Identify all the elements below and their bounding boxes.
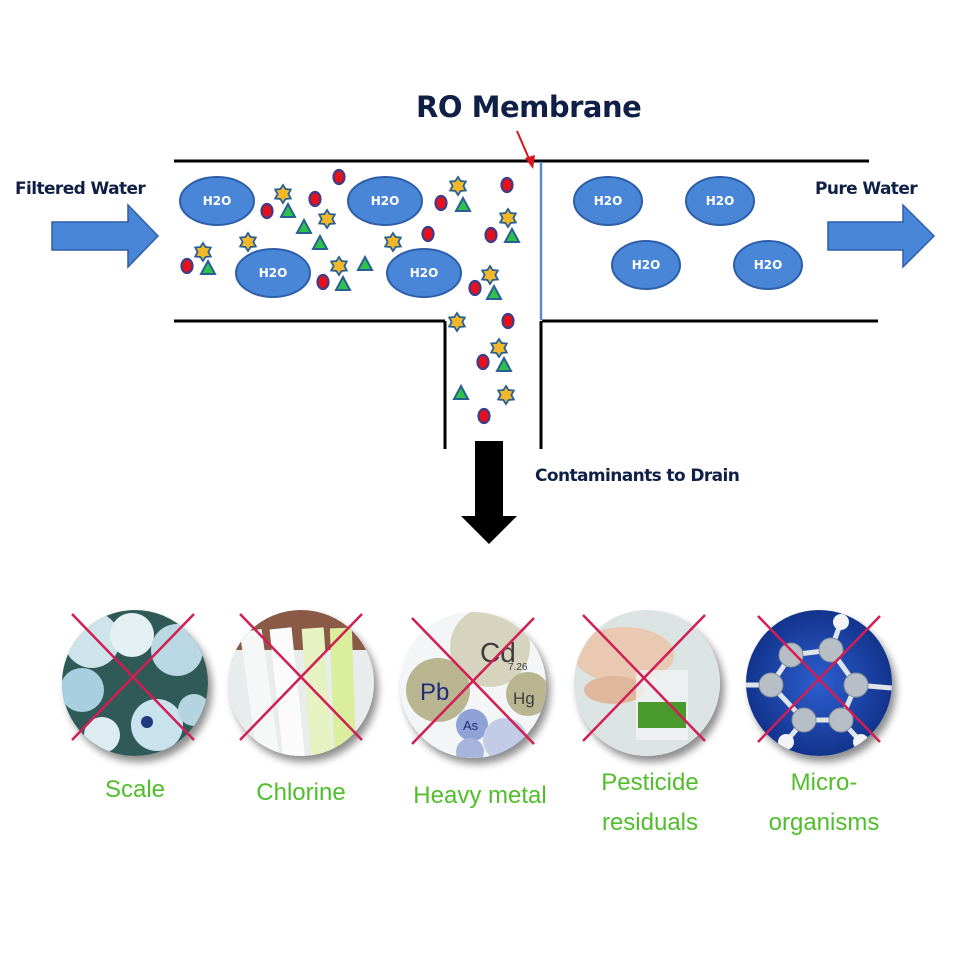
water-molecule: H2O <box>685 176 755 226</box>
inlet-arrow-icon <box>51 203 160 269</box>
outlet-arrow-icon <box>827 203 936 269</box>
pesticide-label-line2: residuals <box>601 809 699 836</box>
membrane-title: RO Membrane <box>416 90 642 124</box>
pesticide-label-line1: Pesticide <box>601 769 699 796</box>
drain-label: Contaminants to Drain <box>535 466 740 486</box>
svg-text:H2O: H2O <box>371 194 400 208</box>
svg-text:H2O: H2O <box>754 258 783 272</box>
pipe-walls <box>174 159 878 449</box>
svg-text:H2O: H2O <box>410 266 439 280</box>
svg-text:7.26: 7.26 <box>508 662 528 673</box>
svg-text:H2O: H2O <box>203 194 232 208</box>
micro-organisms-label-line1: Micro- <box>790 769 858 796</box>
water-molecule: H2O <box>235 248 311 298</box>
pesticide-label: Pesticide residuals <box>560 763 740 843</box>
svg-text:As: As <box>463 718 479 733</box>
svg-text:Pb: Pb <box>420 679 449 706</box>
heavy-metal-cross-icon <box>411 617 535 745</box>
micro-organisms-cross-icon <box>757 615 881 743</box>
pesticide-cross-icon <box>582 614 706 742</box>
outlet-label: Pure Water <box>815 179 918 199</box>
micro-organisms-image <box>746 610 892 756</box>
micro-organisms-label: Micro-organisms <box>734 763 914 843</box>
svg-text:H2O: H2O <box>594 194 623 208</box>
micro-organisms-label-line2: organisms <box>768 809 880 836</box>
svg-text:Hg: Hg <box>513 689 535 708</box>
chlorine-label: Chlorine <box>256 779 346 806</box>
chlorine-image <box>228 610 374 756</box>
water-molecule: H2O <box>386 248 462 298</box>
water-molecule: H2O <box>179 176 255 226</box>
svg-text:H2O: H2O <box>259 266 288 280</box>
svg-text:H2O: H2O <box>632 258 661 272</box>
water-molecule: H2O <box>611 240 681 290</box>
pesticide-image <box>574 610 720 756</box>
water-molecule: H2O <box>733 240 803 290</box>
inlet-label: Filtered Water <box>15 179 146 199</box>
scale-label: Scale <box>104 776 166 803</box>
scale-cross-icon <box>71 613 195 741</box>
svg-text:H2O: H2O <box>706 194 735 208</box>
water-molecule: H2O <box>347 176 423 226</box>
heavy-metal-label: Heavy metal <box>413 782 547 809</box>
membrane-pointer-arrow <box>516 130 535 169</box>
chlorine-cross-icon <box>239 613 363 741</box>
scale-image <box>62 610 208 756</box>
water-molecule: H2O <box>573 176 643 226</box>
drain-arrow-icon <box>461 441 517 544</box>
ro-flow-diagram: H2O H2O H2O H2O H2O H2O H2O H2O <box>51 130 936 544</box>
